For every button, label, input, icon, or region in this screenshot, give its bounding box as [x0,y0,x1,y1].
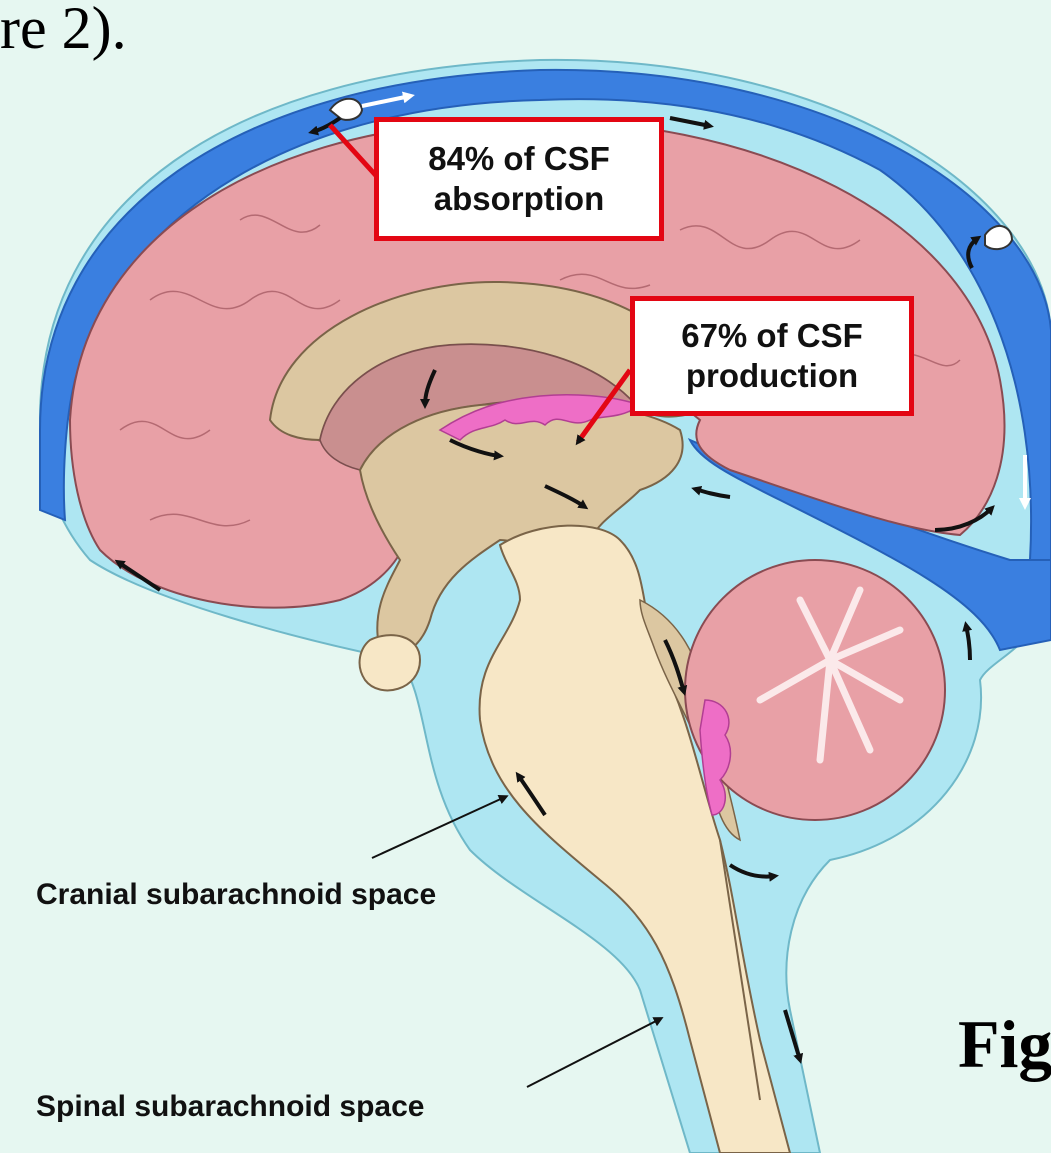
arachnoid-granulation-right [985,226,1012,249]
partial-figure-label: Fig [958,1010,1051,1078]
cerebellum [685,560,945,820]
cranial-subarachnoid-label: Cranial subarachnoid space [36,878,436,912]
absorption-callout: 84% of CSF absorption [374,117,664,241]
production-callout-line1: 67% of CSF [681,316,863,356]
spinal-subarachnoid-label: Spinal subarachnoid space [36,1090,424,1124]
partial-sentence-text: re 2). [0,0,127,58]
production-callout-line2: production [686,356,858,396]
absorption-callout-line2: absorption [434,179,605,219]
production-callout: 67% of CSF production [630,296,914,416]
spinal-pointer-line [527,1019,660,1087]
absorption-callout-line1: 84% of CSF [428,139,610,179]
pituitary-gland [360,635,420,690]
